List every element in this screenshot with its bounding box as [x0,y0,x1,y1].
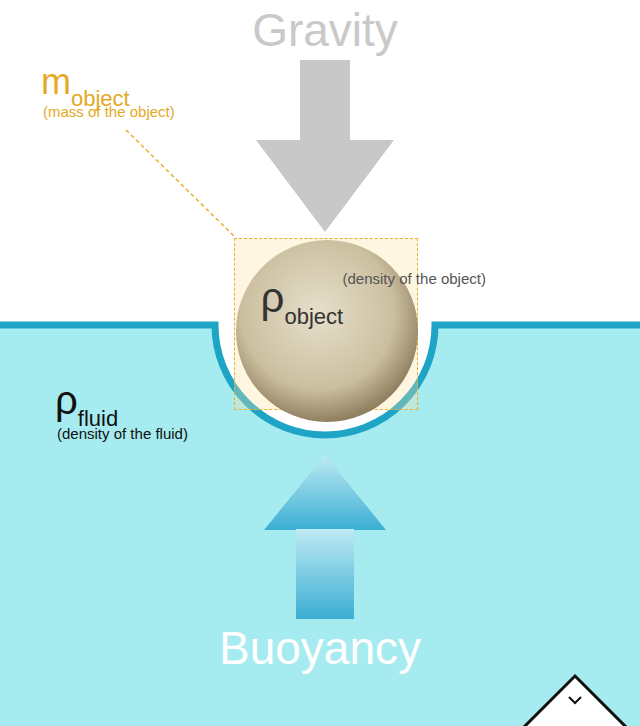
buoyancy-label: Buoyancy [219,622,421,675]
ball-shape [235,238,419,424]
fluid-density-symbol: ρfluid [55,377,118,423]
object-density-note: (density of the object) [343,270,486,287]
leader-line [126,130,236,238]
object-mass-symbol: mobject [41,61,130,102]
gravity-arrow [256,60,394,232]
warning-sign [521,676,629,726]
gravity-label: Gravity [252,4,398,57]
object-mass-note: (mass of the object) [43,103,175,120]
fluid-density-note: (density of the fluid) [57,425,188,442]
object-ball: ρobject(density of the object) [235,238,419,424]
buoyancy-arrow [264,455,386,619]
object-density-symbol: ρobject [261,274,344,322]
object-mass-box: mobject(mass of the object)ρobject(densi… [234,238,418,410]
